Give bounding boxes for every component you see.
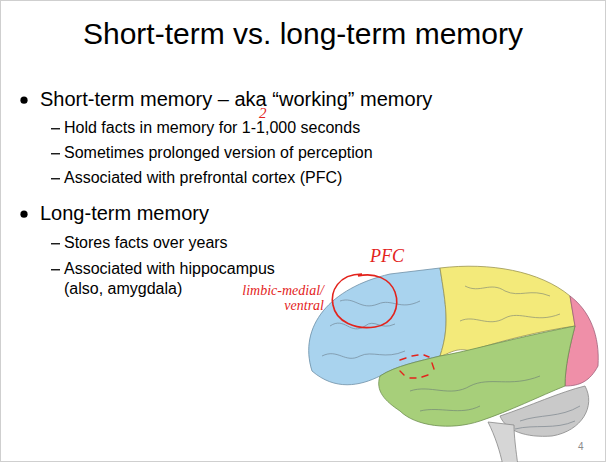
sub-bullet-text: Stores facts over years <box>64 233 228 253</box>
sub-bullet-text: Sometimes prolonged version of perceptio… <box>64 143 373 163</box>
handwritten-correction: 2 <box>259 106 267 121</box>
pfc-circle <box>332 274 396 328</box>
bullet-dot <box>20 97 27 104</box>
slide-number: 4 <box>578 441 584 453</box>
bullet-dash <box>51 269 60 270</box>
bullet-text: Short-term memory – aka “working” memory <box>40 87 432 111</box>
brain-illustration <box>309 266 599 462</box>
handwritten-note: limbic-medial/ ventral <box>228 283 324 314</box>
bullet-dash <box>51 178 60 179</box>
bullet-dash <box>51 243 60 244</box>
slide-title: Short-term vs. long-term memory <box>0 16 606 53</box>
sub-bullet-text: Hold facts in memory for 1-1,000 seconds <box>64 118 360 138</box>
brainstem <box>488 422 518 462</box>
bullet-dot <box>20 211 27 218</box>
sub-bullet-text: Associated with prefrontal cortex (PFC) <box>64 168 342 188</box>
handwritten-note: PFC <box>370 246 404 268</box>
gyri-lines <box>322 286 580 429</box>
bullet-markers <box>20 97 60 270</box>
bullet-dash <box>51 153 60 154</box>
bullet-dash <box>51 128 60 129</box>
bullet-text: Long-term memory <box>40 201 209 225</box>
annotation-scribble <box>400 355 434 378</box>
